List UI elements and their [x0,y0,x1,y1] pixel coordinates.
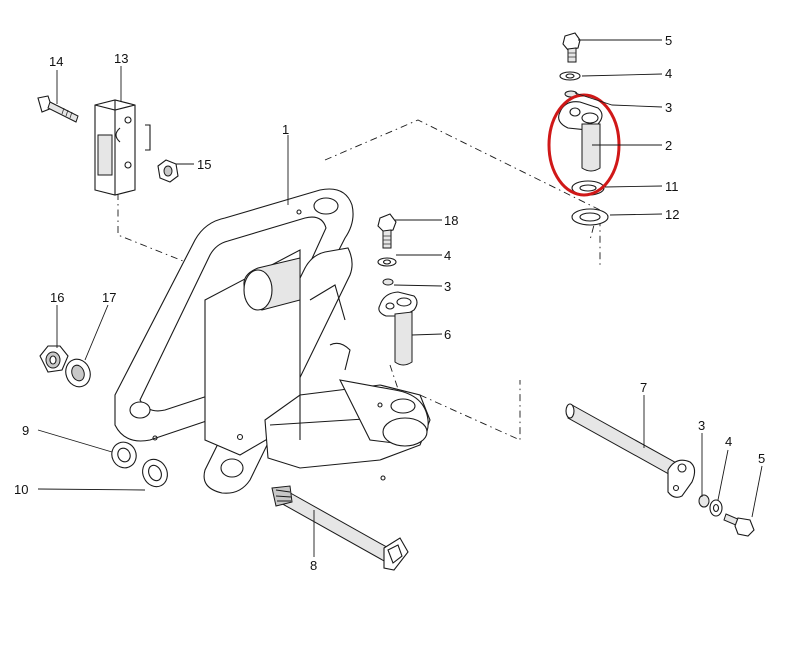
label-3-mid: 3 [444,279,451,294]
label-3-right: 3 [698,418,705,433]
label-5-top: 5 [665,33,672,48]
label-9: 9 [22,423,29,438]
label-12: 12 [665,207,679,222]
part-labels: 1 5 4 3 2 11 12 18 4 3 6 7 3 4 5 8 9 10 … [14,33,765,573]
label-4-right: 4 [725,434,732,449]
label-4-top: 4 [665,66,672,81]
label-1: 1 [282,122,289,137]
part-9-washer [111,441,137,469]
label-10: 10 [14,482,28,497]
label-2: 2 [665,138,672,153]
label-4-mid: 4 [444,248,451,263]
label-18: 18 [444,213,458,228]
part-10-washer [142,458,168,488]
part-3-bushing-right [698,494,710,508]
label-7: 7 [640,380,647,395]
part-4-washer-top [559,71,581,81]
label-8: 8 [310,558,317,573]
part-18-bolt [377,213,397,249]
part-5-bolt-right [723,513,755,537]
part-2-pin [558,101,603,172]
part-6-pin [378,291,418,366]
part-7-pin [565,403,696,498]
label-11: 11 [665,179,679,194]
label-17: 17 [102,290,116,305]
part-15-nut [157,159,179,183]
label-13: 13 [114,51,128,66]
label-3-top: 3 [665,100,672,115]
part-16-nut [39,345,69,373]
label-16: 16 [50,290,64,305]
part-13-clamp-block [94,99,151,196]
part-17-washer [65,358,91,388]
part-4-washer-right [709,499,723,517]
leader-lines [37,39,763,557]
part-5-bolt-top [562,32,581,63]
label-5-right: 5 [758,451,765,466]
part-4-washer-mid [377,257,397,267]
main-swing-frame [114,188,431,494]
label-15: 15 [197,157,211,172]
label-6: 6 [444,327,451,342]
label-14: 14 [49,54,63,69]
part-8-pin [271,485,409,571]
part-14-bolt [37,95,79,123]
part-3-bushing-mid [382,278,394,286]
part-12-washer [571,208,609,226]
